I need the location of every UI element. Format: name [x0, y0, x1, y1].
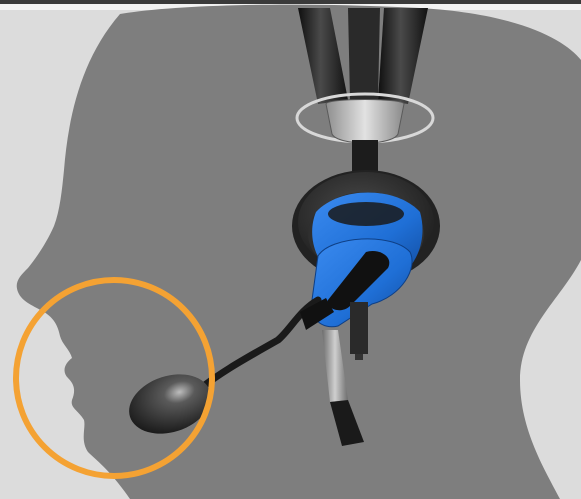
top-frame-line: [0, 0, 581, 4]
headband: [298, 8, 428, 104]
head-silhouette: [17, 5, 581, 499]
headband-slider: [326, 100, 404, 144]
